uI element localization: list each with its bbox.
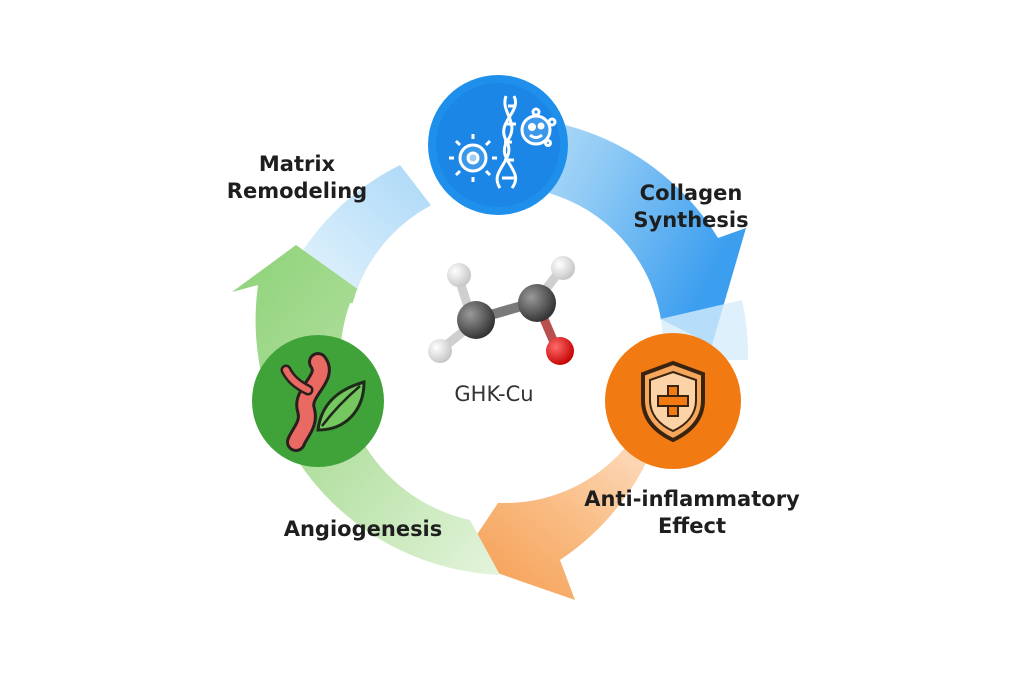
collagen-fiber-cell-icon [428, 75, 568, 215]
ring-arrow-orange [460, 430, 660, 600]
label-matrix-remodeling: Matrix Remodeling [222, 151, 372, 205]
label-anti-inflammatory: Anti-inflammatory Effect [560, 486, 824, 540]
ring-arrow-green [232, 245, 500, 575]
ring-segment-top-left [300, 165, 450, 300]
label-collagen-synthesis: Collagen Synthesis [616, 180, 766, 234]
label-collagen-synthesis-line2: Synthesis [633, 208, 749, 232]
label-anti-inflammatory-line2: Effect [657, 514, 727, 538]
inner-disc [347, 187, 663, 503]
label-anti-inflammatory-line1: Anti-inflammatory [584, 487, 800, 511]
label-matrix-remodeling-line1: Matrix [258, 152, 336, 176]
label-collagen-synthesis-line1: Collagen [639, 181, 743, 205]
label-angiogenesis-line1: Angiogenesis [283, 517, 443, 541]
label-matrix-remodeling-line2: Remodeling [226, 179, 368, 203]
molecule-icon [428, 256, 575, 365]
molecule-label: GHK-Cu [454, 382, 534, 406]
label-angiogenesis: Angiogenesis [258, 516, 468, 543]
shield-plus-icon [605, 333, 741, 469]
blood-vessel-leaf-icon [252, 335, 384, 467]
